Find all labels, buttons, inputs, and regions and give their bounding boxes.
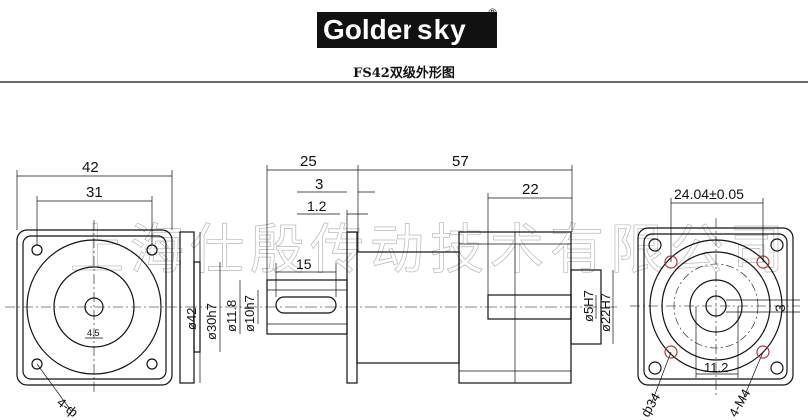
right-view	[630, 198, 800, 403]
thread-hole-tr	[756, 255, 770, 269]
dim-3-right: 3	[772, 304, 788, 312]
keyway	[275, 296, 337, 314]
dia-10h7: ø10h7	[242, 295, 257, 332]
dim-22: 22	[522, 181, 539, 198]
left-view	[5, 170, 185, 413]
left-hole-tl	[31, 244, 43, 256]
dim-24-04: 24.04±0.05	[674, 186, 744, 202]
registered-mark: ®	[487, 6, 498, 19]
output-shaft	[487, 294, 572, 320]
dim-1-2: 1.2	[307, 198, 327, 214]
left-hole-bl	[31, 358, 43, 370]
left-body-outline	[16, 229, 173, 386]
right-corner-hole-tl	[648, 238, 662, 252]
note-pcd-right: ф34	[638, 390, 664, 419]
drawing-title: FS42双级外形图	[353, 66, 455, 81]
left-body-inner	[22, 235, 167, 380]
dia-42: ø42	[184, 308, 199, 330]
brand-logo: Golden sky ®	[317, 6, 503, 52]
right-body-inner	[643, 233, 788, 380]
right-corner-hole-tr	[770, 238, 784, 252]
dia-22h7: ø22H7	[598, 293, 613, 332]
dim-3: 3	[315, 176, 323, 193]
dia-11-8: ø11.8	[224, 300, 239, 332]
dim-42-left: 42	[82, 159, 99, 176]
right-corner-hole-br	[770, 361, 784, 375]
thread-hole-bl	[664, 345, 678, 359]
dim-11-2: 11.2	[704, 360, 728, 375]
dim-25: 25	[300, 153, 317, 170]
right-thread-holes	[664, 255, 770, 359]
dim-57: 57	[452, 153, 469, 170]
dia-30h7: ø30h7	[204, 303, 219, 340]
dim-15: 15	[296, 256, 312, 272]
brand-golden: Golden	[317, 12, 419, 48]
right-body-outline	[637, 227, 794, 386]
thread-hole-br	[756, 345, 770, 359]
left-hole-br	[146, 358, 158, 370]
right-corner-hole-bl	[648, 361, 662, 375]
side-view	[179, 165, 620, 384]
note-holes-left: 4-ф	[54, 395, 81, 420]
dia-5h7: ø5H7	[581, 290, 596, 322]
thread-hole-tl	[664, 255, 678, 269]
dim-31-left: 31	[86, 184, 103, 201]
dim-4-5-left: 4.5	[87, 328, 100, 338]
brand-sky: sky	[411, 12, 497, 48]
note-thread-right: 4-M4	[726, 386, 754, 419]
